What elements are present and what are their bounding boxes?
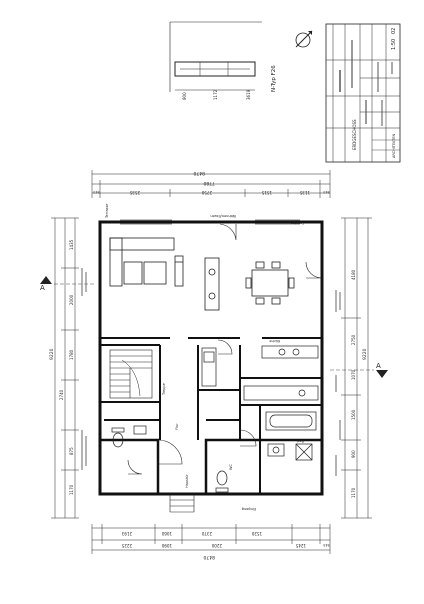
right-dim-a: 4180 [351, 269, 356, 280]
guest-wc [111, 425, 147, 448]
section-mark-right-label: A [376, 362, 381, 370]
top-dimensions [91, 170, 331, 198]
door-swing-entry [157, 439, 183, 465]
top-windows [120, 219, 300, 225]
bottom-dim-f: 2193 [121, 531, 132, 536]
sofa [109, 237, 175, 287]
inset-dim-a: 3619 [246, 89, 251, 100]
inset-dim-b: 1172 [213, 89, 218, 100]
interior-walls [100, 337, 322, 494]
kitchen-island [204, 257, 220, 311]
bottom-dim-h: 2370 [201, 531, 212, 536]
door-swing-kitchen [217, 339, 233, 355]
north-arrow [295, 30, 313, 48]
bottom-dim-e: 345 [323, 543, 330, 547]
window-note: Fenster [290, 221, 304, 225]
right-dimensions [341, 217, 372, 519]
title-block: ERDGESCHOSS 1:50 02 ARCHITEKTEN [325, 23, 401, 163]
left-dim-c: 1780 [69, 349, 74, 360]
section-mark-left: A [40, 276, 96, 292]
right-dim-b: 2750 [351, 334, 356, 345]
title-block-line-3: 02 [391, 28, 397, 34]
bottom-dim-total: 8470 [203, 554, 215, 560]
coffee-table [174, 255, 184, 287]
top-dim-d: 1135 [299, 190, 310, 195]
top-dim-left: 345 [93, 190, 100, 194]
top-dim-mid: 7780 [203, 180, 215, 186]
title-block-line-4: ARCHITEKTEN [392, 134, 396, 158]
left-dim-b: 2000 [69, 294, 74, 305]
stair-label: Treppe [162, 383, 166, 396]
section-mark-right: A [330, 362, 388, 378]
living-room-label: Wohnen/Essen [210, 214, 236, 218]
right-dim-c: 1500 [351, 409, 356, 420]
inset-dim-c: 900 [182, 92, 187, 100]
top-dim-total: 8470 [193, 170, 205, 176]
bathtub [265, 411, 317, 431]
left-dim-total: 9220 [49, 348, 55, 360]
entry-label: Eingang [242, 507, 256, 511]
kitchen-label: Küche [269, 339, 280, 343]
inset-title: N-Typ F26 [271, 65, 277, 92]
top-dim-c: 1515 [261, 190, 272, 195]
left-dim-d: 2740 [59, 389, 64, 400]
staircase [109, 349, 153, 399]
annotation-marks [81, 268, 341, 476]
window-detail-inset: 3619 1172 900 N-Typ F26 [169, 21, 277, 100]
title-block-line-1: ERDGESCHOSS [352, 119, 357, 150]
right-dim-f: 1170 [351, 487, 356, 498]
bottom-dim-a: 2225 [121, 543, 132, 548]
bottom-dim-g: 1060 [161, 531, 172, 536]
bottom-dim-i: 1520 [251, 531, 262, 536]
exterior-walls [98, 220, 324, 496]
right-dim-d: 1070 [351, 369, 356, 380]
door-swing-bath [239, 429, 257, 447]
bottom-dim-d: 1245 [295, 543, 306, 548]
kitchen-counter [201, 345, 319, 401]
right-dim-e: 900 [351, 450, 356, 458]
bottom-dimensions [91, 524, 331, 554]
house-door-note: Haustür [185, 474, 189, 488]
top-dim-b: 2750 [201, 190, 212, 195]
left-dim-a: 1435 [69, 239, 74, 250]
left-dimensions [51, 217, 79, 519]
section-mark-left-label: A [40, 284, 45, 292]
bath-fixtures [215, 443, 313, 493]
terrace-note: Terrasse [105, 204, 109, 219]
bath-label: Bad [297, 439, 304, 443]
bottom-dim-b: 1090 [161, 543, 172, 548]
bottom-dim-c: 2200 [211, 543, 222, 548]
left-dim-e: 875 [69, 447, 74, 455]
entry-steps [169, 494, 195, 513]
title-block-line-2: 1:50 [391, 39, 397, 50]
hall-label: Flur [175, 423, 179, 430]
dining-table [245, 261, 295, 305]
left-dim-f: 1170 [69, 484, 74, 495]
door-swing-dining [305, 261, 323, 279]
top-dim-right: 345 [323, 190, 330, 194]
door-swing-terrace [219, 223, 237, 241]
door-swing-wc [127, 459, 143, 475]
top-dim-a: 2535 [129, 190, 140, 195]
wc-label: WC [229, 464, 233, 470]
right-dim-total: 9220 [362, 348, 368, 360]
